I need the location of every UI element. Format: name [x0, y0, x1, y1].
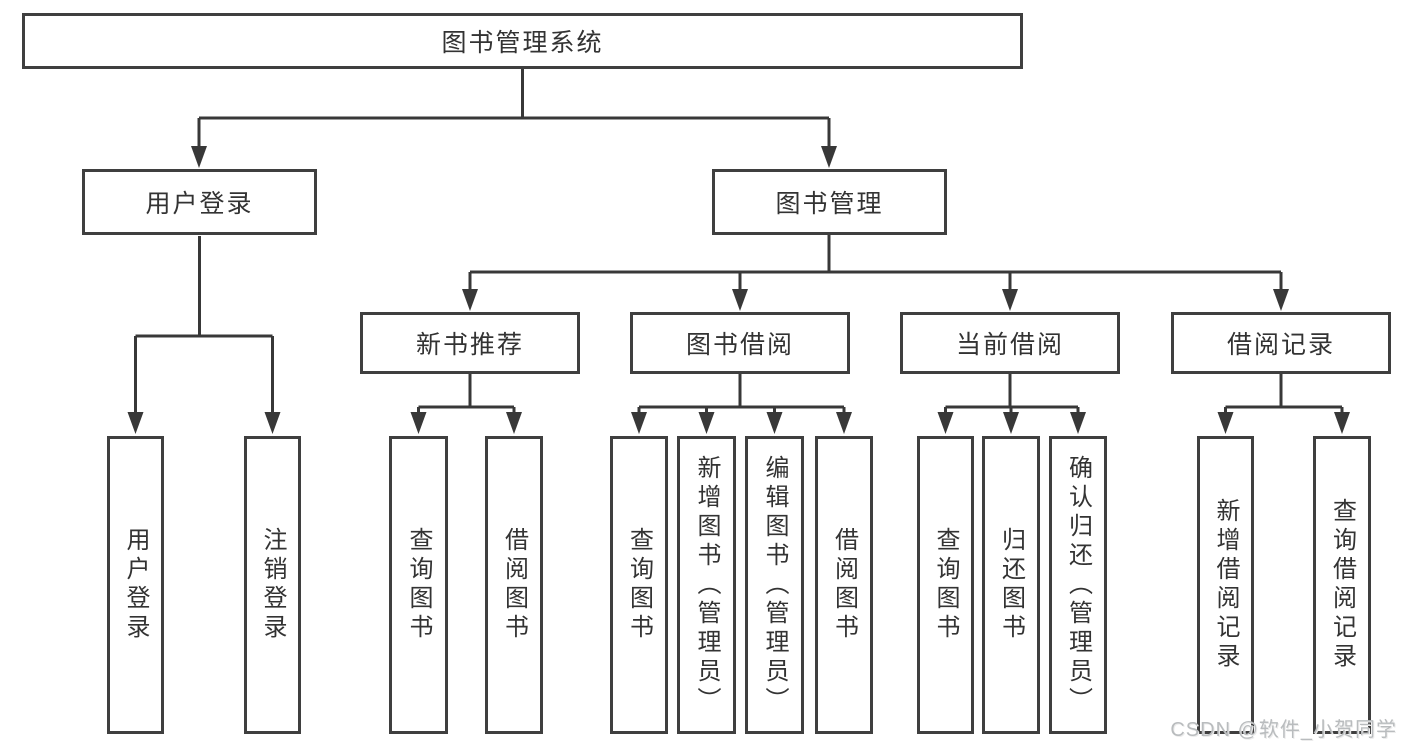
- node-current-borrow: 当前借阅: [900, 312, 1120, 374]
- csdn-watermark: CSDN @软件_小贺同学: [1170, 719, 1397, 741]
- leaf-user-login: 用户登录: [107, 436, 164, 734]
- leaf-query-books-recommend: 查询图书: [389, 436, 448, 734]
- node-user-login: 用户登录: [82, 169, 317, 235]
- leaf-query-books-current: 查询图书: [917, 436, 974, 734]
- node-book-borrow: 图书借阅: [630, 312, 850, 374]
- node-borrow-records: 借阅记录: [1171, 312, 1391, 374]
- leaf-confirm-return-admin: 确认归还（管理员）: [1049, 436, 1107, 734]
- node-book-management: 图书管理: [712, 169, 947, 235]
- leaf-borrow-books: 借阅图书: [815, 436, 873, 734]
- node-library-system: 图书管理系统: [22, 13, 1023, 69]
- leaf-add-books-admin: 新增图书（管理员）: [677, 436, 736, 734]
- node-new-book-recommend: 新书推荐: [360, 312, 580, 374]
- leaf-edit-books-admin: 编辑图书（管理员）: [745, 436, 804, 734]
- leaf-borrow-books-recommend: 借阅图书: [485, 436, 543, 734]
- leaf-query-borrow-record: 查询借阅记录: [1313, 436, 1371, 734]
- leaf-add-borrow-record: 新增借阅记录: [1197, 436, 1254, 734]
- leaf-return-books: 归还图书: [982, 436, 1040, 734]
- leaf-query-books-borrow: 查询图书: [610, 436, 668, 734]
- leaf-logout: 注销登录: [244, 436, 301, 734]
